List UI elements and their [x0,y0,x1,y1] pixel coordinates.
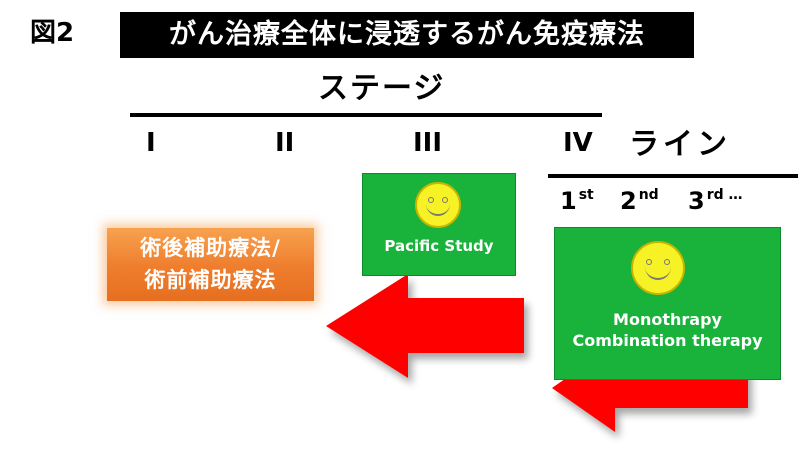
smiley-eye-left [428,197,434,203]
smiley-icon [415,182,461,228]
line-ordinal-suffix: nd [638,187,659,203]
title-banner: がん治療全体に浸透するがん免疫療法 [120,12,694,58]
combination-therapy-label: Combination therapy [572,331,763,350]
pacific-study-label: Pacific Study [384,237,494,255]
monotherapy-box: Monothrapy Combination therapy [554,227,781,380]
smiley-mouth [426,204,450,216]
figure-label: 図2 [30,18,75,48]
stage-heading: ステージ [318,71,446,106]
smiley-mouth [645,267,671,280]
stage-numeral-1: I [146,128,156,158]
line-heading: ライン [629,127,731,162]
smiley-eye-right [664,259,670,265]
line-ordinal-number: 2 [620,187,637,215]
adjuvant-therapy-box: 術後補助療法/ 術前補助療法 [107,228,314,301]
pacific-study-box: Pacific Study [362,173,516,276]
smiley-eye-left [646,259,652,265]
stage-arrow [326,274,524,378]
stage-numeral-3: III [413,128,443,158]
stage-numeral-4: IV [563,128,593,158]
smiley-icon [631,241,685,295]
smiley-eye-right [442,197,448,203]
line-ordinal-suffix: st [578,187,594,203]
line-ordinal-suffix: rd … [706,187,743,203]
monotherapy-label: Monothrapy [613,310,722,329]
stage-numeral-2: II [275,128,295,158]
neoadjuvant-label: 術前補助療法 [144,268,277,292]
stage-axis-line [130,113,602,117]
line-ordinal-number: 3 [688,187,705,215]
adjuvant-label: 術後補助療法/ [140,236,281,260]
line-ordinal-number: 1 [560,187,577,215]
line-axis-line [548,174,798,178]
